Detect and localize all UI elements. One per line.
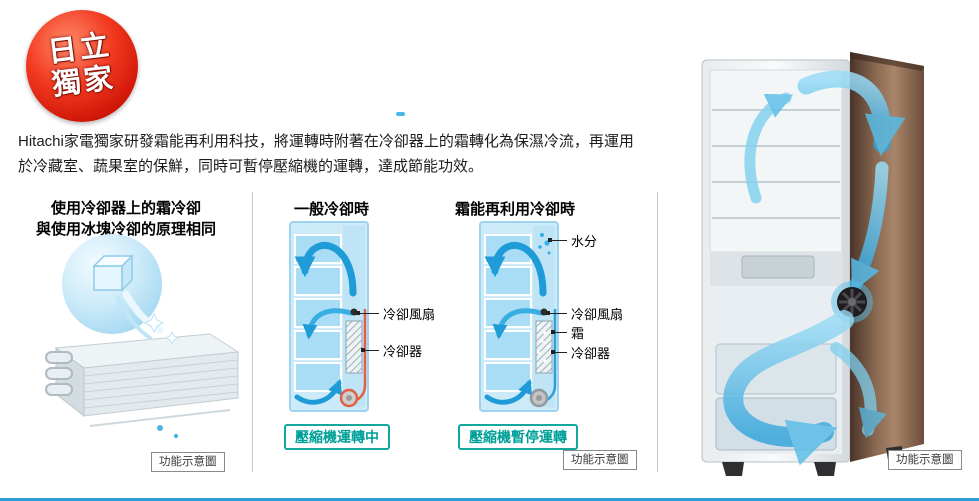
caption-box-frost: 功能示意圖 bbox=[563, 450, 637, 470]
leader-line bbox=[546, 311, 567, 315]
airflow-arrow-bottom bbox=[484, 378, 533, 405]
water-drop-icon bbox=[157, 425, 163, 431]
water-droplets-icon bbox=[538, 233, 551, 255]
airflow-swoosh-bottom bbox=[723, 310, 854, 466]
status-badge-frost: 壓縮機暫停運轉 bbox=[458, 424, 578, 450]
label-text: 水分 bbox=[571, 233, 598, 249]
badge-line2: 獨家 bbox=[50, 62, 118, 102]
caption-box-fridge: 功能示意圖 bbox=[888, 450, 962, 470]
decorative-dash bbox=[396, 112, 405, 116]
hitachi-exclusive-badge: 日立 獨家 bbox=[26, 10, 138, 122]
principle-title: 使用冷卻器上的霜冷卻 與使用冰塊冷卻的原理相同 bbox=[20, 198, 232, 240]
normal-fan-label: 冷卻風扇 bbox=[356, 306, 436, 322]
sparkle-icon bbox=[164, 330, 180, 346]
frost-moisture-label: 水分 bbox=[548, 233, 598, 249]
label-text: 冷卻風扇 bbox=[383, 306, 436, 322]
coil-tube-loops bbox=[45, 351, 73, 396]
badge-text: 日立 獨家 bbox=[20, 4, 145, 129]
status-text: 壓縮機運轉中 bbox=[295, 429, 379, 445]
frost-cooler-label: 冷卻器 bbox=[551, 345, 611, 361]
fridge-illustration bbox=[701, 52, 924, 476]
frost-dots bbox=[537, 325, 550, 363]
ice-tray bbox=[741, 255, 815, 279]
principle-illustration bbox=[45, 234, 240, 439]
airflow-arrow-mid bbox=[302, 308, 354, 340]
intro-line1: Hitachi家電獨家研發霜能再利用科技，將運轉時附著在冷卻器上的霜轉化為保濕冷… bbox=[18, 133, 634, 150]
sparkle-icon bbox=[143, 312, 165, 334]
airflow-arrow-top bbox=[294, 242, 357, 297]
fan-icon bbox=[350, 308, 358, 316]
cooling-diagram-frost bbox=[479, 221, 559, 412]
cooling-diagram-normal bbox=[289, 221, 369, 412]
status-text: 壓縮機暫停運轉 bbox=[469, 429, 567, 445]
label-text: 冷卻器 bbox=[383, 343, 423, 359]
bottom-accent-bar bbox=[0, 498, 979, 501]
caption-box-principle: 功能示意圖 bbox=[151, 452, 225, 472]
caption-text: 功能示意圖 bbox=[571, 454, 629, 466]
label-text: 霜 bbox=[571, 325, 585, 341]
leader-line bbox=[551, 350, 567, 354]
airflow-swoosh-bottom-right bbox=[830, 342, 887, 439]
normal-title: 一般冷卻時 bbox=[294, 201, 370, 218]
leader-line bbox=[356, 311, 379, 315]
leader-line bbox=[548, 238, 567, 242]
shelf-compartments bbox=[294, 234, 342, 392]
airflow-arrow-bottom bbox=[294, 378, 343, 405]
airflow-swoosh-top bbox=[797, 70, 906, 157]
normal-cooler-label: 冷卻器 bbox=[361, 343, 423, 359]
frost-title: 霜能再利用冷卻時 bbox=[455, 201, 576, 218]
airflow-swoosh-mid bbox=[849, 161, 889, 293]
leader-line bbox=[551, 330, 567, 334]
water-drop-icon bbox=[173, 433, 179, 439]
fridge-shelves bbox=[712, 109, 840, 219]
ice-cube-illustration bbox=[62, 234, 180, 346]
label-text: 冷卻器 bbox=[571, 345, 611, 361]
leader-line bbox=[361, 348, 379, 352]
fridge-fan-icon bbox=[837, 287, 867, 317]
cooler-icon bbox=[345, 320, 363, 374]
divider-right bbox=[657, 192, 658, 472]
label-text: 冷卻風扇 bbox=[571, 306, 624, 322]
intro-line2: 於冷藏室、蔬果室的保鮮，同時可暫停壓縮機的運轉，達成節能功效。 bbox=[18, 158, 484, 175]
frost-fan-label: 冷卻風扇 bbox=[546, 306, 624, 322]
caption-text: 功能示意圖 bbox=[159, 456, 217, 468]
evaporator-illustration bbox=[45, 333, 240, 439]
badge-red-circle bbox=[26, 10, 138, 122]
caption-text: 功能示意圖 bbox=[896, 454, 954, 466]
airflow-arrow-mid bbox=[492, 308, 544, 340]
fan-icon bbox=[540, 308, 548, 316]
airflow-arrow-top bbox=[484, 242, 547, 297]
principle-title-line1: 使用冷卻器上的霜冷卻 bbox=[50, 200, 201, 217]
cooler-icon bbox=[535, 320, 553, 374]
divider-left bbox=[252, 192, 253, 472]
frost-frost-label: 霜 bbox=[551, 325, 585, 341]
intro-paragraph: Hitachi家電獨家研發霜能再利用科技，將運轉時附著在冷卻器上的霜轉化為保濕冷… bbox=[18, 129, 698, 179]
airflow-swoosh-upper-left bbox=[744, 92, 794, 204]
status-badge-normal: 壓縮機運轉中 bbox=[284, 424, 390, 450]
principle-title-line2: 與使用冰塊冷卻的原理相同 bbox=[35, 221, 216, 238]
